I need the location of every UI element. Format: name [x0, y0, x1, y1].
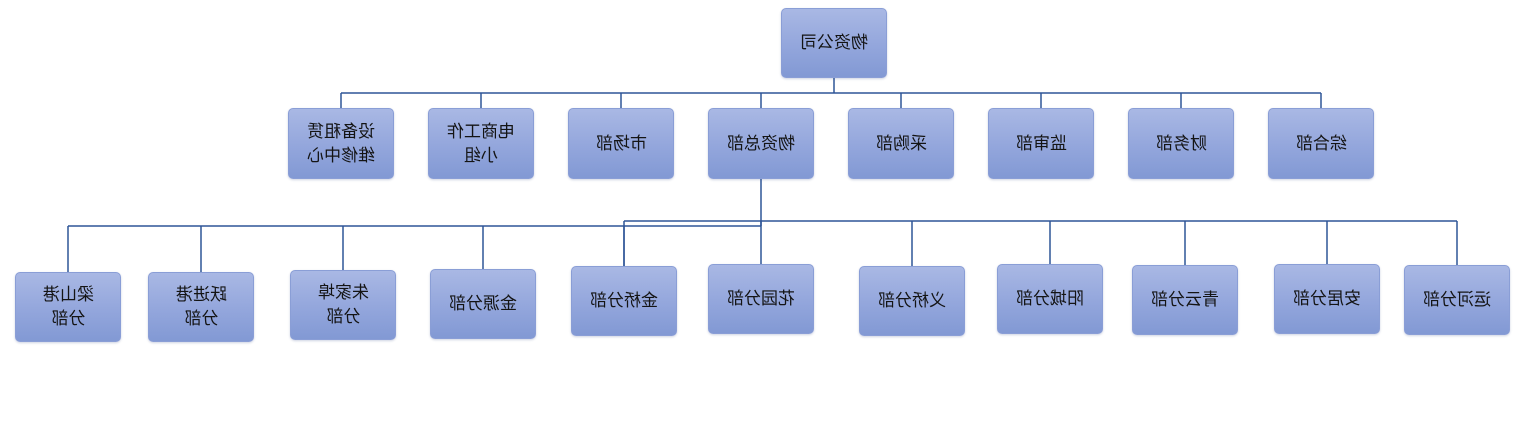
node-label: 综合部 [1295, 133, 1347, 154]
node-caiwubu: 财务部 [1128, 108, 1234, 179]
node-label: 物资公司 [800, 33, 868, 53]
node-label: 物资总部 [727, 133, 795, 154]
node-label: 设备租赁 维修中心 [307, 121, 375, 166]
node-label: 跃进港 分部 [175, 285, 227, 329]
node-liangshangang-fenbu: 梁山港 分部 [15, 272, 121, 342]
node-zonghebu: 综合部 [1268, 108, 1374, 179]
node-label: 安居分部 [1293, 289, 1361, 309]
node-dianshang-xiaozu: 电商工作 小组 [428, 108, 534, 179]
node-label: 义桥分部 [878, 291, 946, 311]
node-wuzi-zongbu: 物资总部 [708, 108, 814, 179]
node-yangcheng-fenbu: 阳城分部 [997, 264, 1103, 334]
node-label: 市场部 [595, 133, 647, 154]
node-label: 梁山港 分部 [42, 285, 94, 329]
node-yiqiao-fenbu: 义桥分部 [859, 266, 965, 336]
node-shichangbu: 市场部 [568, 108, 674, 179]
node-label: 朱家埠 分部 [317, 283, 369, 327]
node-wuzi-gongsi: 物资公司 [781, 8, 887, 78]
node-label: 监审部 [1015, 133, 1067, 154]
node-anju-fenbu: 安居分部 [1274, 264, 1380, 334]
node-jinqiao-fenbu: 金桥分部 [571, 266, 677, 336]
node-label: 花园分部 [727, 289, 795, 309]
node-qingyun-fenbu: 青云分部 [1132, 265, 1238, 335]
node-yuejingang-fenbu: 跃进港 分部 [148, 272, 254, 342]
node-label: 阳城分部 [1016, 289, 1084, 309]
node-caigoubu: 采购部 [848, 108, 954, 179]
node-huayuan-fenbu: 花园分部 [708, 264, 814, 334]
node-zhujiabu-fenbu: 朱家埠 分部 [290, 270, 396, 340]
node-label: 运河分部 [1423, 290, 1491, 310]
node-label: 财务部 [1155, 133, 1207, 154]
node-label: 金桥分部 [590, 291, 658, 311]
node-jianshenbu: 监审部 [988, 108, 1094, 179]
node-jinyuan-fenbu: 金源分部 [430, 269, 536, 339]
node-label: 采购部 [875, 133, 927, 154]
node-label: 电商工作 小组 [447, 121, 515, 166]
node-shebei-zulin: 设备租赁 维修中心 [288, 108, 394, 179]
node-label: 金源分部 [449, 294, 517, 314]
node-yunhe-fenbu: 运河分部 [1404, 265, 1510, 335]
node-label: 青云分部 [1151, 290, 1219, 310]
